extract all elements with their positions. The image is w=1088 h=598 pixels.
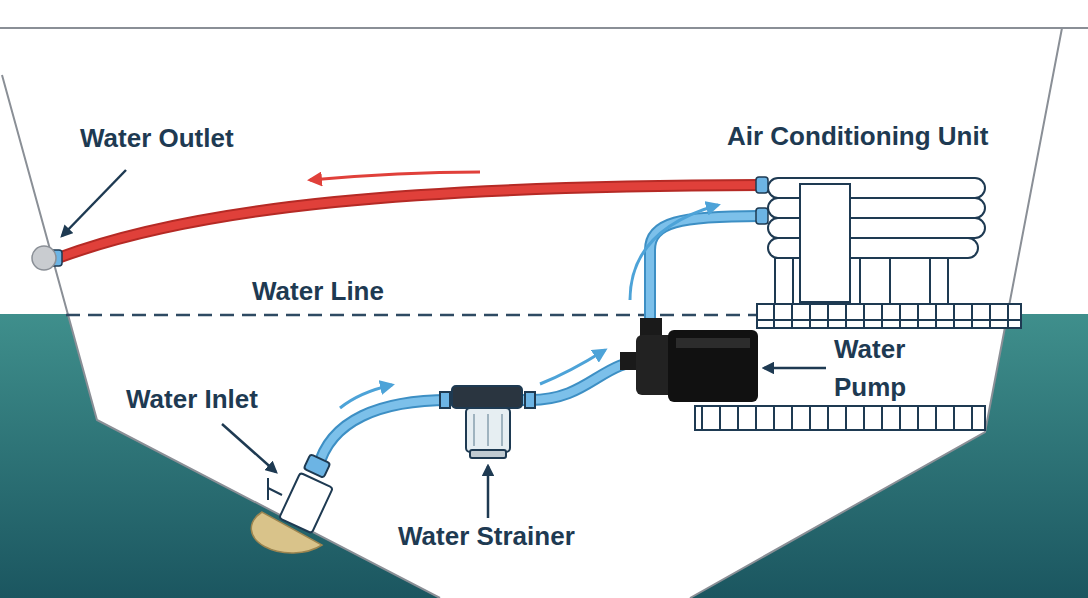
leader-arrow (222, 424, 276, 472)
leader-arrow (764, 367, 826, 370)
hose-clamps (50, 177, 768, 266)
pump-platform (695, 406, 985, 430)
hull-outline (2, 75, 440, 598)
flow-arrow (310, 172, 480, 180)
part-label: Water Line (252, 276, 384, 307)
water-pump (620, 318, 758, 402)
leader-arrow (62, 170, 126, 236)
flow-arrow (630, 205, 718, 300)
hull-outline (690, 28, 1062, 598)
supply-hose (650, 216, 760, 335)
ac-unit (768, 178, 985, 304)
leader-arrow (487, 466, 490, 518)
ac-platform (757, 304, 1021, 328)
part-label: Water Inlet (126, 384, 258, 415)
hull (0, 28, 1088, 598)
part-label: Water Pump (834, 330, 944, 406)
part-label: Water Outlet (80, 123, 234, 154)
outlet-fitting (32, 246, 56, 270)
flow-arrow (340, 385, 392, 408)
part-label: Air Conditioning Unit (727, 121, 988, 152)
inlet-valve (268, 454, 333, 533)
part-label: Water Strainer (398, 521, 575, 552)
deck-line (0, 27, 1088, 29)
intake-hose (318, 360, 650, 468)
intake-hose (318, 360, 650, 468)
water-strainer (440, 386, 535, 458)
flow-arrow (540, 350, 605, 384)
supply-hose (650, 216, 760, 335)
